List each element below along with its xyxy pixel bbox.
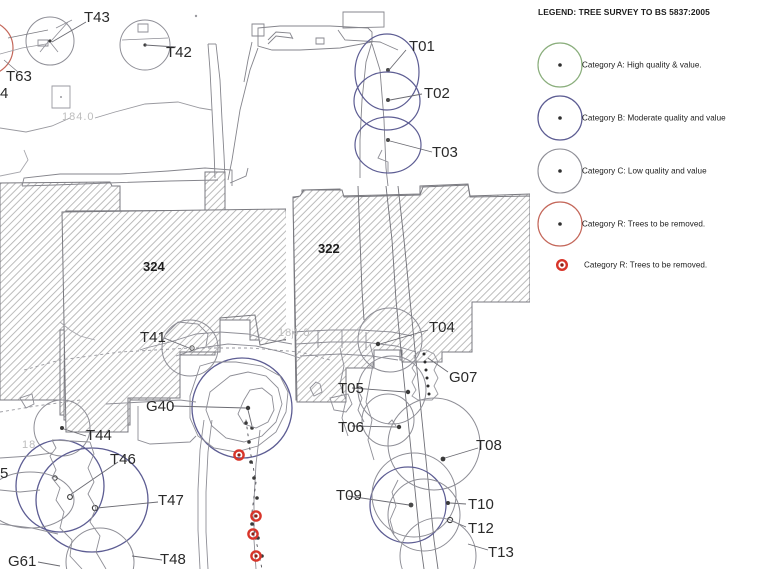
tree-canopy-t09 <box>347 466 447 544</box>
tree-canopy-t42 <box>119 19 177 71</box>
legend-item-category-b: Category B: Moderate quality and value <box>534 91 768 145</box>
legend-label-category-c: Category C: Low quality and value <box>582 166 707 176</box>
category-c-center-dot-icon <box>558 169 562 173</box>
contour-lines <box>0 149 96 341</box>
removal-markers <box>233 449 262 562</box>
tree-label-t12: T12 <box>468 520 494 537</box>
tree-label-t04: T04 <box>429 319 455 336</box>
tree-canopy-t43 <box>25 16 87 66</box>
legend-symbol-category-a <box>534 38 598 92</box>
tree-label-t42: T42 <box>166 44 192 61</box>
tree-label-t48: T48 <box>160 551 186 568</box>
contour-label: 184.0 <box>278 327 311 339</box>
tree-label-t47: T47 <box>158 492 184 509</box>
tree-label-t01: T01 <box>409 38 435 55</box>
tree-canopy-t48 <box>65 527 163 569</box>
category-r-circle-icon <box>537 201 583 247</box>
tree-label-t46: T46 <box>110 451 136 468</box>
tree-label-g40: G40 <box>146 398 174 415</box>
tree-label-t44: T44 <box>86 427 112 444</box>
driveway <box>197 419 261 569</box>
legend-label-category-r-marker: Category R: Trees to be removed. <box>584 260 708 270</box>
legend-panel: LEGEND: TREE SURVEY TO BS 5837:2005 Cate… <box>534 0 768 569</box>
category-a-center-dot-icon <box>558 63 562 67</box>
legend-symbol-category-b <box>534 91 598 145</box>
tree-label-t06: T06 <box>338 419 364 436</box>
tree-label-t41: T41 <box>140 329 166 346</box>
legend-item-category-r-marker: Category R: Trees to be removed. <box>534 238 768 292</box>
tree-label-t43: T43 <box>84 9 110 26</box>
tree-canopy-t08 <box>387 397 481 491</box>
category-b-circle-icon <box>537 95 583 141</box>
tree-label-g61: G61 <box>8 553 36 569</box>
tree-canopy-t04 <box>357 307 429 373</box>
legend-item-category-c: Category C: Low quality and value <box>534 144 768 198</box>
legend-label-category-b: Category B: Moderate quality and value <box>582 113 726 123</box>
misc-right-outlines <box>309 343 399 535</box>
site-plan-drawing: 184.0 184.0 18 324 322 T43 T42 T63 4 T01… <box>0 9 530 569</box>
tree-canopy-t13 <box>399 517 489 569</box>
tree-label-t09: T09 <box>336 487 362 504</box>
tree-label-partial-4: 4 <box>0 85 8 102</box>
removal-marker-dot-icon <box>560 263 564 267</box>
tree-canopy-g61 <box>0 471 75 567</box>
tree-label-t02: T02 <box>424 85 450 102</box>
tree-label-g07: G07 <box>449 369 477 386</box>
tree-canopy-t63 <box>0 24 49 73</box>
tree-label-t13: T13 <box>488 544 514 561</box>
contour-label: 184.0 <box>62 111 95 123</box>
category-b-center-dot-icon <box>558 116 562 120</box>
tree-canopy-t01 <box>354 33 420 111</box>
legend-symbol-category-c <box>534 144 598 198</box>
removal-marker-ring-icon <box>556 259 569 272</box>
tree-label-t63: T63 <box>6 68 32 85</box>
tree-label-t03: T03 <box>432 144 458 161</box>
plot-number-324: 324 <box>143 259 165 274</box>
building-lower-left <box>0 393 107 569</box>
category-a-circle-icon <box>537 42 583 88</box>
legend-symbol-category-r-circle <box>534 197 598 251</box>
tree-label-t05: T05 <box>338 380 364 397</box>
tree-canopy-t02 <box>353 71 423 131</box>
lawn-outlines <box>189 361 289 453</box>
legend-title: LEGEND: TREE SURVEY TO BS 5837:2005 <box>538 7 710 17</box>
legend-label-category-r-circle: Category R: Trees to be removed. <box>582 219 706 229</box>
building-outlines <box>21 11 399 187</box>
plan-text-labels: 184.0 184.0 18 324 322 T43 T42 T63 4 T01… <box>0 9 514 569</box>
tree-label-t08: T08 <box>476 437 502 454</box>
contour-label: 18 <box>22 439 36 451</box>
tree-canopy-t03 <box>354 116 433 174</box>
plot-number-322: 322 <box>318 241 340 256</box>
tree-label-t10: T10 <box>468 496 494 513</box>
tree-canopy-t47 <box>35 447 159 553</box>
tree-canopy-t41 <box>161 319 219 377</box>
category-c-circle-icon <box>537 148 583 194</box>
hatched-buildings <box>0 171 530 433</box>
legend-label-category-a: Category A: High quality & value. <box>582 60 702 70</box>
tree-canopy-t10 <box>371 452 467 538</box>
category-r-center-dot-icon <box>558 222 562 226</box>
legend-item-category-a: Category A: High quality & value. <box>534 38 768 92</box>
legend-symbol-category-r-marker <box>534 238 598 292</box>
tree-label-partial-5: 5 <box>0 465 8 482</box>
legend-item-category-r-circle: Category R: Trees to be removed. <box>534 197 768 251</box>
